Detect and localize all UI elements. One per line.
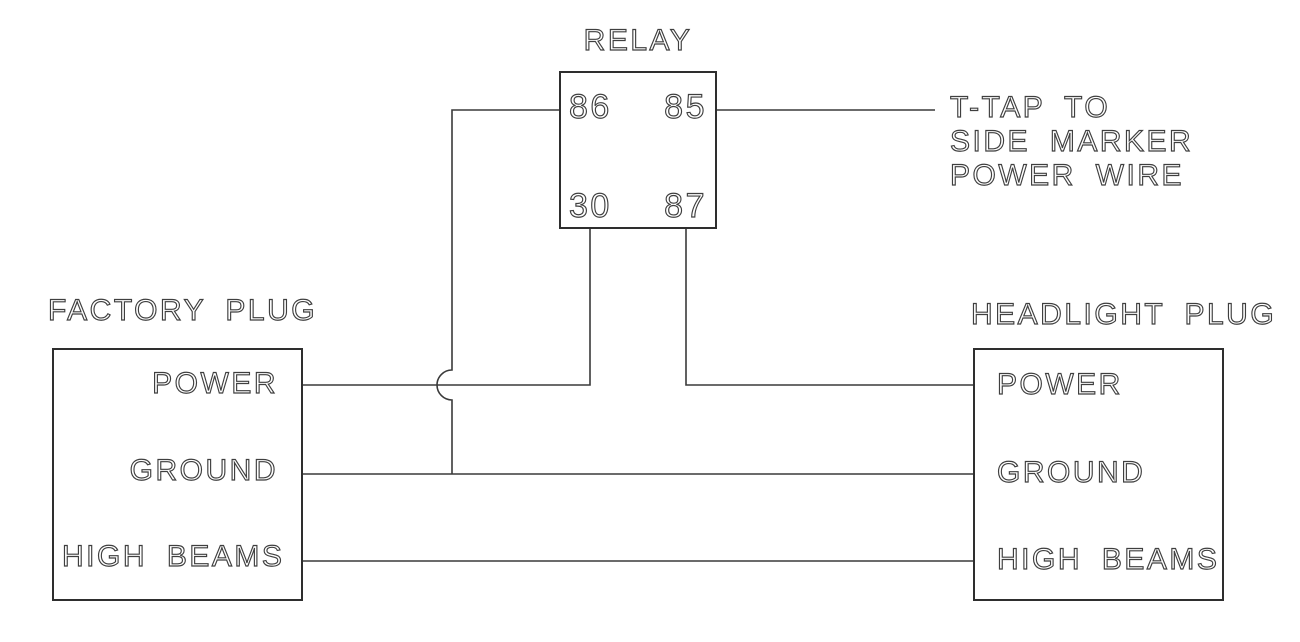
- headlight-pin-high-beams: HIGH BEAMS: [996, 542, 1220, 576]
- relay-terminal-row-bottom: 30 87: [559, 187, 717, 225]
- wire-relay-86-to-ground-bus: [436, 109, 559, 474]
- t-tap-annotation-line-1: T-TAP TO: [949, 90, 1111, 124]
- factory-plug-title: FACTORY PLUG: [47, 293, 318, 327]
- headlight-pin-ground: GROUND: [996, 455, 1146, 489]
- relay-terminal-row-top: 86 85: [559, 88, 717, 126]
- headlight-plug-title: HEADLIGHT PLUG: [970, 297, 1277, 331]
- headlight-pin-power: POWER: [996, 367, 1123, 401]
- t-tap-annotation: T-TAP TO SIDE MARKER POWER WIRE: [949, 90, 1194, 193]
- relay-terminal-86: 86: [568, 88, 612, 126]
- relay-box: [559, 71, 717, 229]
- relay-terminal-30: 30: [568, 187, 612, 225]
- t-tap-annotation-line-2: SIDE MARKER: [949, 124, 1194, 158]
- relay-terminal-87: 87: [664, 187, 707, 225]
- wire-relay-87-to-headlight-power: [685, 229, 973, 386]
- factory-pin-ground: GROUND: [129, 453, 278, 487]
- t-tap-annotation-line-3: POWER WIRE: [949, 158, 1184, 192]
- factory-plug-box: [52, 348, 303, 601]
- relay-title: RELAY: [583, 23, 693, 57]
- headlight-plug-box: [973, 348, 1224, 601]
- relay-terminal-85: 85: [664, 88, 707, 126]
- wire-relay-30-to-factory-power: [303, 229, 591, 386]
- factory-pin-high-beams: HIGH BEAMS: [61, 539, 285, 573]
- factory-pin-power: POWER: [152, 366, 278, 400]
